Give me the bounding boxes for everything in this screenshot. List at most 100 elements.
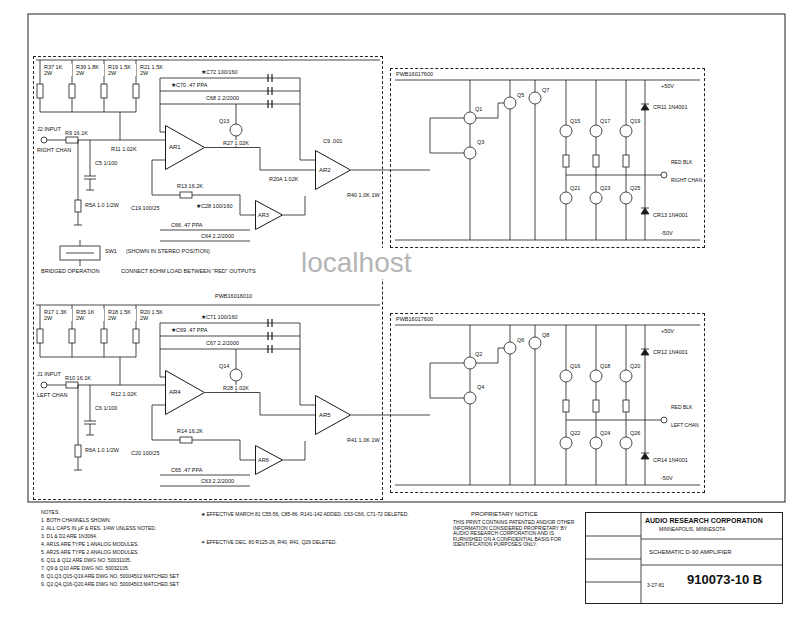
transistor-symbol (620, 125, 632, 137)
part-label: C63 2.2/2000 (200, 478, 235, 484)
part-label: Q3 (476, 139, 485, 145)
part-label: ★C28 100/160 (195, 203, 234, 209)
part-label: C67 2.2/2000 (205, 340, 240, 346)
part-label: AR6 (257, 457, 270, 463)
part-label: R27 1.02K (222, 140, 250, 146)
transistor-symbol (560, 125, 572, 137)
note-text: 6. Q11 & Q12 ARE DWG NO. 50031105. (40, 558, 132, 564)
part-label: LEFT CHAN (670, 423, 700, 429)
driver-wire (391, 118, 464, 170)
resistor-symbol (37, 84, 43, 98)
part-label: R20A 1.02K (268, 176, 299, 182)
part-label: LEFT CHAN (36, 392, 68, 398)
part-label: J2 INPUT (36, 126, 62, 132)
opamp-triangle: AR2 (315, 150, 351, 190)
supply-wire (36, 60, 380, 140)
transistor-symbol (590, 125, 602, 137)
title-text: SCHEMATIC D-90 AMPLIFIER (648, 549, 733, 556)
transistor-symbol (529, 92, 541, 104)
part-label: Q19 (629, 118, 641, 124)
part-label: RIGHT CHAN (36, 147, 72, 153)
part-label: R10 16.1K (64, 375, 92, 381)
part-label: SW1 (104, 248, 118, 254)
part-label: R28 1.02K (222, 385, 250, 391)
part-label: C66 .47 PPA (170, 222, 203, 228)
part-label: R20 1.5K 2W (139, 309, 168, 321)
part-label: R9 16.1K (64, 130, 89, 136)
note-text: 4. AR1S ARE TYPE 1 ANALOG MODULES. (40, 542, 140, 548)
watermark: localhost (300, 248, 413, 279)
title-block-rule (586, 513, 782, 603)
part-label: R14 16.2K (176, 428, 204, 434)
resistor-symbol (66, 137, 78, 143)
part-label: R11 1.02K (110, 146, 138, 152)
drawing-frame (28, 14, 785, 502)
part-label: Q23 (599, 185, 611, 191)
part-label: R40 1.0K 1W (346, 192, 381, 198)
note-text: 3. D1 & D2 ARE 1N3064. (40, 534, 98, 540)
part-label: Q5 (516, 92, 525, 98)
part-label: R5A 1.0 1/2W (84, 202, 120, 208)
supply-rail (395, 80, 700, 240)
transistor-symbol (464, 147, 476, 159)
part-label: C5 1/100 (94, 160, 118, 166)
input-jack (41, 137, 47, 143)
resistor-symbol (180, 192, 192, 198)
part-label: Q16 (569, 363, 581, 369)
note-text: 7. Q9 & Q10 ARE DWG NO. 50032105. (40, 566, 130, 572)
switch-wire (66, 240, 94, 266)
title-text: 910073-10 B (686, 573, 763, 587)
part-label: J1 INPUT (36, 371, 62, 377)
circuit-board: PWB16017600 (390, 313, 705, 493)
part-label: CR11 1N4001 (652, 104, 688, 110)
opamp-triangle (316, 396, 351, 435)
note-text: 5. AR2S ARE TYPE 2 ANALOG MODULES. (40, 550, 140, 556)
part-label: ★C70 .47 PPA (170, 82, 208, 88)
part-label: RED BLK (670, 405, 693, 411)
circuit-board: PWB16017600 (390, 68, 705, 248)
board-label: PWB16017600 (395, 71, 434, 77)
part-label: Q6 (516, 337, 525, 343)
note-text: ✦ EFFECTIVE DEC. 80 R125-26, R40, R41, Q… (200, 540, 442, 546)
title-text: MINNEAPOLIS, MINNESOTA (658, 527, 726, 533)
input-wire (47, 140, 165, 141)
signal-wire (205, 393, 315, 416)
part-label: Q22 (569, 430, 581, 436)
part-label: Q8 (541, 332, 550, 338)
resistor-symbol (101, 84, 107, 98)
part-label: Q13 (218, 118, 230, 124)
diode-symbol (641, 104, 649, 110)
part-label: Q4 (476, 384, 485, 390)
part-label: Q2 (474, 351, 483, 357)
part-label: ★C72 100/160 (200, 69, 239, 75)
resistor-symbol (623, 155, 629, 167)
opamp-triangle: AR6 (255, 445, 283, 475)
driver-wire (470, 80, 535, 240)
part-label: Q26 (629, 430, 641, 436)
part-label: R41 1.0K 1W (346, 437, 381, 443)
mode-switch (60, 240, 100, 266)
signal-wire (205, 148, 315, 171)
transistor-symbol (620, 192, 632, 204)
part-label: R37 1K 2W (43, 64, 72, 76)
part-label: C19 100/25 (130, 205, 160, 211)
opamp-output-wire (283, 196, 305, 215)
opamp-triangle (256, 446, 283, 475)
part-label: -50V (660, 475, 674, 481)
opamp-triangle: AR3 (255, 200, 283, 230)
transistor-symbol (230, 124, 242, 136)
resistor-symbol (593, 155, 599, 167)
part-label: C65 .47 PPA (170, 467, 203, 473)
bypass-wire (160, 230, 250, 241)
part-label: -50V (660, 230, 674, 236)
part-label: CR13 1N4001 (652, 212, 689, 218)
part-label: R35 1K 2W (75, 309, 104, 321)
part-label: R12 1.02K (110, 391, 138, 397)
note-text: ★ EFFECTIVE MARCH 81 C55-56, C85-86, R14… (200, 512, 442, 518)
board-label: PWB16016010 (214, 293, 253, 299)
part-label: RED BLK (670, 160, 693, 166)
part-label: Q21 (569, 185, 581, 191)
note-text: PROPRIETARY NOTICE (470, 511, 539, 518)
title-text: 3-27-81 (646, 583, 665, 589)
